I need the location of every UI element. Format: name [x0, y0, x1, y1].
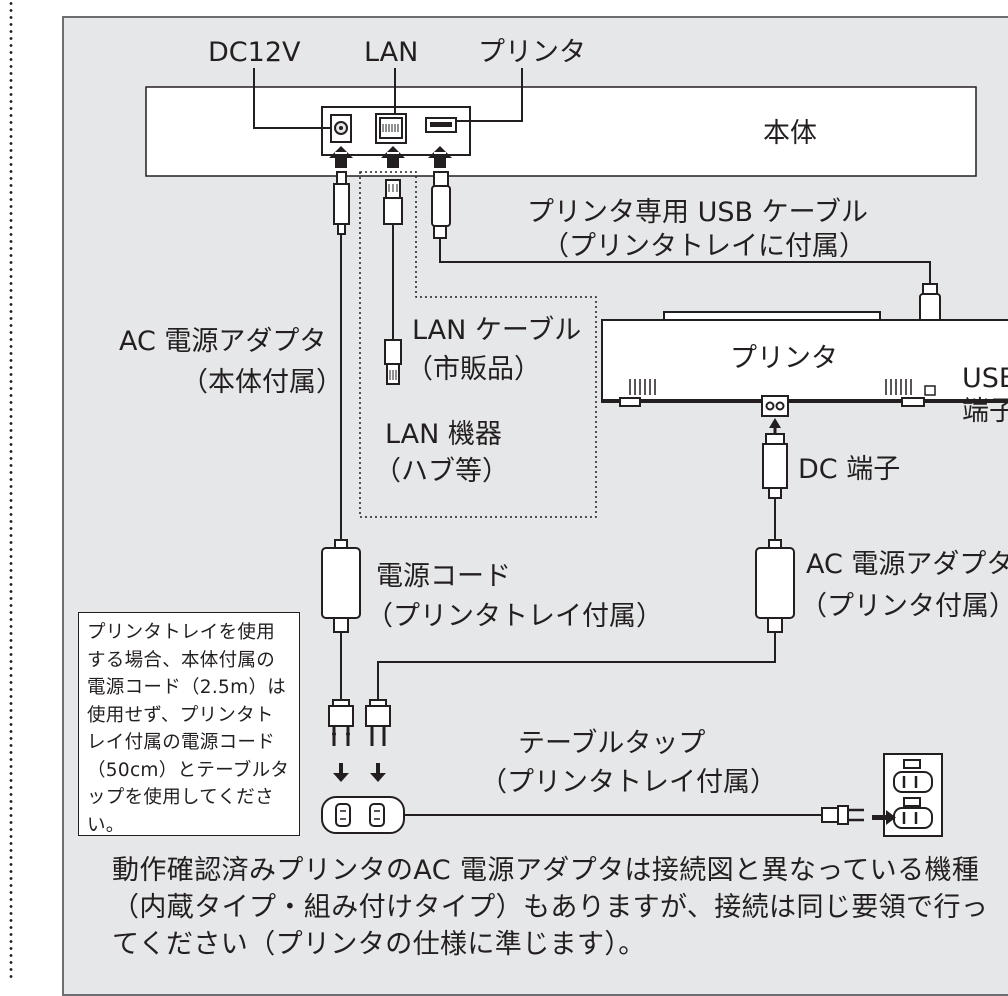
label-printer: プリンタ	[730, 343, 838, 374]
lan-arrow-stem	[387, 156, 399, 168]
lan-device-area	[359, 171, 597, 518]
usb-arrow-stem	[434, 156, 446, 168]
label-lan-cable: LAN ケーブル	[412, 315, 582, 346]
main-unit-box	[145, 86, 977, 177]
dc12v-port-icon	[330, 114, 352, 143]
dotted-margin-line	[8, 0, 14, 979]
lan-plug-bottom-icon	[384, 339, 402, 385]
dc12v-leader	[253, 68, 330, 129]
usb-a-plug-icon	[431, 171, 451, 239]
wall-outlet-icon	[883, 753, 943, 837]
lan-port-icon	[375, 113, 407, 144]
label-main-adapter: AC 電源アダプタ	[119, 326, 327, 357]
label-printer-adapter: AC 電源アダプタ	[806, 549, 1008, 580]
label-table-tap-sub: （プリンタトレイ付属）	[480, 767, 777, 798]
label-power-cord: 電源コード	[376, 561, 511, 592]
printer-icon	[601, 311, 1008, 407]
printer-ac-plug-icon	[365, 699, 391, 746]
printer-power-cord	[377, 632, 776, 700]
plug-in-arrows	[329, 146, 452, 158]
label-printer-port: プリンタ	[478, 37, 586, 68]
table-tap-icon	[321, 796, 405, 834]
footer-note: 動作確認済みプリンタのAC 電源アダプタは接続図と異なっている機種（内蔵タイプ・…	[112, 855, 989, 960]
label-lan-cable-sub: （市販品）	[406, 354, 541, 385]
label-power-cord-sub: （プリンタトレイ付属）	[366, 601, 663, 632]
label-printer-adapter-sub: （プリンタ付属）	[800, 591, 1008, 622]
printer-vents-left	[629, 379, 656, 395]
main-ac-plug-icon	[328, 699, 354, 746]
lan-plug-top-icon	[383, 179, 403, 225]
label-dc12v: DC12V	[208, 37, 301, 68]
printer-dc-plug-icon	[762, 433, 788, 499]
label-usb-port: USB	[962, 363, 1008, 394]
label-usb-port-sub: 端子	[962, 396, 1008, 427]
printer-dc-port-icon	[761, 395, 789, 417]
main-ac-adapter-icon	[321, 539, 361, 633]
printer-vents-right	[885, 379, 912, 395]
printer-usb-port-icon	[425, 117, 457, 133]
printer-ac-adapter-icon	[755, 539, 795, 633]
usage-note: プリンタトレイを使用する場合、本体付属の電源コード（2.5m）は使用せず、プリン…	[78, 612, 300, 836]
label-lan-device-sub: （ハブ等）	[374, 456, 509, 487]
label-lan: LAN	[364, 37, 419, 68]
label-dc-port: DC 端子	[798, 454, 901, 485]
printer-usb-port-icon-2	[924, 385, 936, 396]
label-main-unit: 本体	[763, 118, 817, 149]
tap-insert-arrows	[333, 763, 386, 782]
tap-plug-icon	[821, 805, 864, 825]
wall-insert-arrow	[872, 810, 896, 825]
label-lan-device: LAN 機器	[385, 419, 502, 450]
label-table-tap: テーブルタップ	[518, 728, 706, 759]
printer-port-leader	[456, 68, 523, 122]
dc-arrow-stem	[335, 156, 347, 168]
usb-cable-line	[439, 238, 931, 284]
label-main-adapter-sub: （本体付属）	[181, 367, 343, 398]
label-usb-cable-sub: （プリンタトレイに付属）	[542, 231, 866, 262]
label-usb-cable: プリンタ専用 USB ケーブル	[527, 197, 868, 228]
main-dc-plug-icon	[333, 171, 350, 235]
